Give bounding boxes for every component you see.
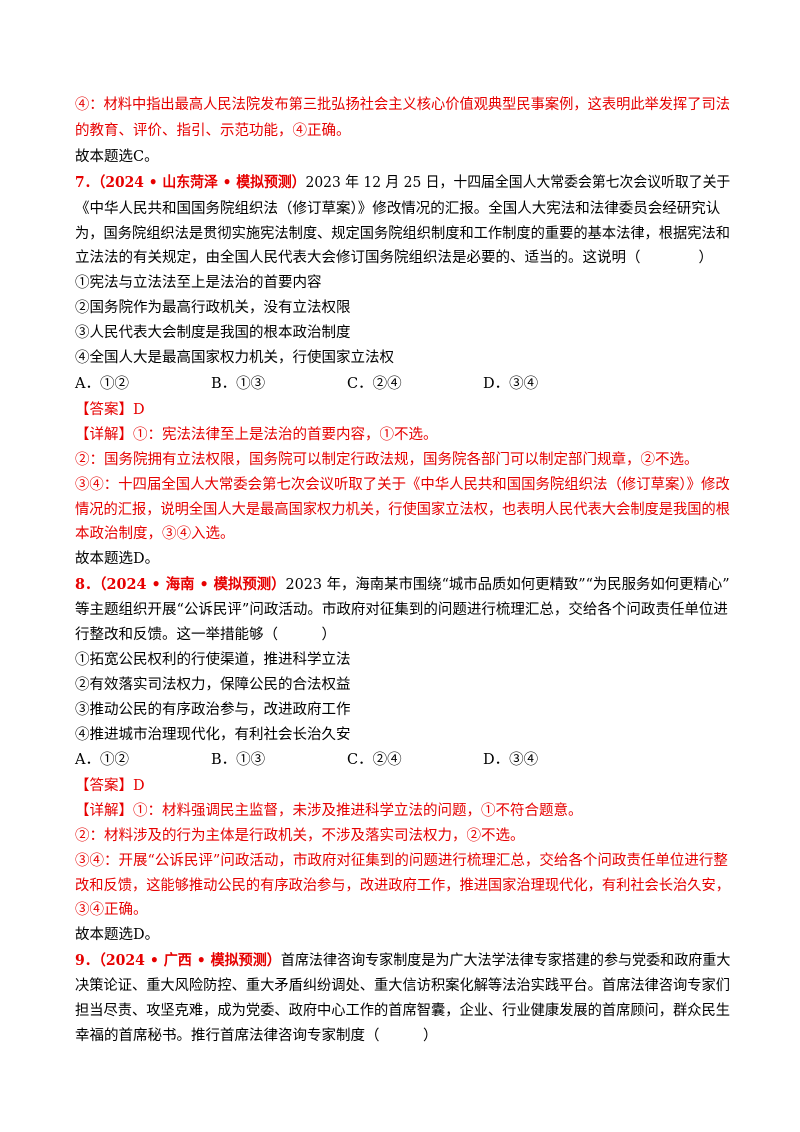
q8-analysis-line-2: ②：材料涉及的行为主体是行政机关，不涉及落实司法权力，②不选。 xyxy=(75,828,525,844)
q8-item-1: ①拓宽公民权利的行使渠道，推进科学立法 xyxy=(75,652,351,668)
q7-stem-line-1: 7．（2024 • 山东菏泽 • 模拟预测）2023 年 12 月 25 日，十… xyxy=(75,171,730,195)
q8-item-2: ②有效落实司法权力，保障公民的合法权益 xyxy=(75,677,351,693)
q9-source: （2024 • 广西 • 模拟预测） xyxy=(98,952,281,969)
q7-answer: 【答案】D xyxy=(75,402,145,418)
q8-number: 8． xyxy=(75,576,100,593)
q8-stem-line-2: 等主题组织开展“公诉民评”问政活动。市政府对征集到的问题进行梳理汇总，交给各个问… xyxy=(75,602,728,618)
q7-stem-text-1: 2023 年 12 月 25 日，十四届全国人大常委会第七次会议听取了关于 xyxy=(305,175,731,191)
q8-stem-line-3: 行整改和反馈。这一举措能够（ ） xyxy=(75,627,336,643)
q7-number: 7． xyxy=(75,174,99,191)
q7-option-a: A．①② xyxy=(75,376,129,392)
q6-conclusion: 故本题选C。 xyxy=(75,149,159,165)
q9-stem-line-4: 幸福的首席秘书。推行首席法律咨询专家制度（ ） xyxy=(75,1028,438,1044)
q8-analysis-line-1: 【详解】①：材料强调民主监督，未涉及推进科学立法的问题，①不符合题意。 xyxy=(75,803,583,819)
q7-item-3: ③人民代表大会制度是我国的根本政治制度 xyxy=(75,325,351,341)
q7-analysis-line-1: 【详解】①：宪法法律至上是法治的首要内容，①不选。 xyxy=(75,427,438,443)
q7-analysis-line-2: ②：国务院拥有立法权限，国务院可以制定行政法规，国务院各部门可以制定部门规章，②… xyxy=(75,452,699,468)
q7-analysis-line-3: ③④：十四届全国人大常委会第七次会议听取了关于《中华人民共和国国务院组织法（修订… xyxy=(75,477,730,493)
q8-option-c: C．②④ xyxy=(347,752,402,768)
q6-analysis-line-2: 的教育、评价、指引、示范功能，④正确。 xyxy=(75,123,351,139)
q8-option-a: A．①② xyxy=(75,752,129,768)
q8-item-3: ③推动公民的有序政治参与，改进政府工作 xyxy=(75,702,351,718)
q8-answer: 【答案】D xyxy=(75,778,145,794)
q8-stem-text-1: 2023 年，海南某市围绕“城市品质如何更精致”“为民服务如何更精心” xyxy=(285,577,730,593)
q8-source: （2024 • 海南 • 模拟预测） xyxy=(99,576,286,593)
q7-options: A．①② B．①③ C．②④ D．③④ xyxy=(75,372,538,396)
q7-item-4: ④全国人大是最高国家权力机关，行使国家立法权 xyxy=(75,350,394,366)
q7-item-2: ②国务院作为最高行政机关，没有立法权限 xyxy=(75,300,351,316)
q8-analysis-line-3: ③④：开展“公诉民评”问政活动，市政府对征集到的问题进行梳理汇总，交给各个问政责… xyxy=(75,853,728,869)
q9-number: 9． xyxy=(75,952,99,969)
q8-option-b: B．①③ xyxy=(211,752,266,768)
q7-source: （2024 • 山东菏泽 • 模拟预测） xyxy=(98,174,306,191)
q7-option-c: C．②④ xyxy=(347,376,402,392)
q8-option-d: D．③④ xyxy=(483,752,539,768)
q8-conclusion: 故本题选D。 xyxy=(75,927,160,943)
q7-stem-line-2: 《中华人民共和国国务院组织法（修订草案）》修改情况的汇报。全国人大宪法和法律委员… xyxy=(75,201,721,217)
q7-analysis-line-4: 情况的汇报，说明全国人大是最高国家权力机关，行使国家立法权，也表明人民代表大会制… xyxy=(75,502,730,518)
q9-stem-line-1: 9．（2024 • 广西 • 模拟预测）首席法律咨询专家制度是为广大法学法律专家… xyxy=(75,949,730,973)
q8-item-4: ④推进城市治理现代化，有利社会长治久安 xyxy=(75,727,351,743)
q7-stem-line-3: 为，国务院组织法是贯彻实施宪法制度、规定国务院组织制度和工作制度的重要的基本法律… xyxy=(75,226,730,242)
q7-option-b: B．①③ xyxy=(211,376,266,392)
q7-analysis-line-5: 本政治制度，③④入选。 xyxy=(75,526,235,542)
q7-stem-line-4: 立法法的有关规定，由全国人民代表大会修订国务院组织法是必要的、适当的。这说明（ … xyxy=(75,250,713,266)
q9-stem-line-2: 决策论证、重大风险防控、重大矛盾纠纷调处、重大信访积案化解等法治实践平台。首席法… xyxy=(75,978,730,994)
q9-stem-text-1: 首席法律咨询专家制度是为广大法学法律专家搭建的参与党委和政府重大 xyxy=(280,953,731,969)
q9-stem-line-3: 担当尽责、攻坚克难，成为党委、政府中心工作的首席智囊，企业、行业健康发展的首席顾… xyxy=(75,1003,730,1019)
q8-analysis-line-4: 改和反馈，这能够推动公民的有序政治参与，改进政府工作，推进国家治理现代化，有利社… xyxy=(75,878,730,894)
q6-analysis-line-1: ④：材料中指出最高人民法院发布第三批弘扬社会主义核心价值观典型民事案例，这表明此… xyxy=(75,97,730,113)
q7-option-d: D．③④ xyxy=(483,376,539,392)
q8-analysis-line-5: ③④正确。 xyxy=(75,902,148,918)
q8-options: A．①② B．①③ C．②④ D．③④ xyxy=(75,748,538,772)
q7-conclusion: 故本题选D。 xyxy=(75,551,160,567)
q7-item-1: ①宪法与立法法至上是法治的首要内容 xyxy=(75,275,322,291)
q8-stem-line-1: 8．（2024 • 海南 • 模拟预测）2023 年，海南某市围绕“城市品质如何… xyxy=(75,573,730,597)
